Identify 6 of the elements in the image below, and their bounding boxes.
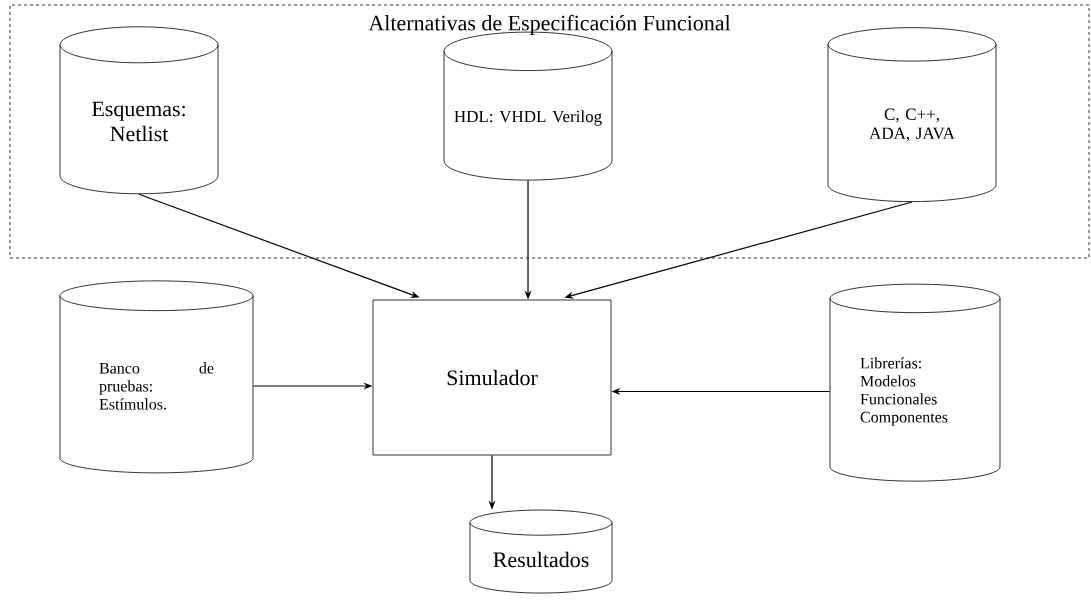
database-cylinder: Librerías: Modelos Funcionales Componentes xyxy=(829,283,1001,482)
process-box: Simulador xyxy=(372,299,612,456)
database-cylinder: C, C++, ADA, JAVA xyxy=(827,27,997,202)
database-cylinder: Resultados xyxy=(469,509,613,594)
database-cylinder: Banco de pruebas: Estímulos. xyxy=(59,280,254,474)
database-cylinder: Esquemas: Netlist xyxy=(59,26,219,195)
